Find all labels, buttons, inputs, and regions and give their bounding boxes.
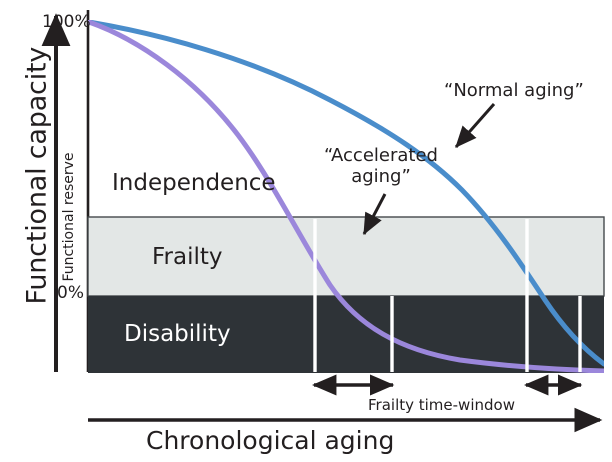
y-tick-100: 100% — [42, 12, 91, 32]
annotation-normal-aging: “Normal aging” — [444, 80, 584, 101]
band-disability — [88, 296, 604, 373]
annotation-frailty-time-window: Frailty time-window — [368, 396, 515, 414]
y-axis-title: Functional capacity — [21, 46, 53, 305]
band-label-frailty: Frailty — [152, 244, 223, 270]
normal-aging-leader-arrow — [454, 103, 496, 148]
curve-normal-aging — [88, 20, 604, 367]
y-tick-0: 0% — [57, 283, 84, 303]
band-label-disability: Disability — [124, 321, 231, 347]
accelerated-aging-leader-arrow — [362, 193, 387, 236]
annotation-accelerated-aging: “Accelerated aging” — [324, 145, 438, 187]
band-label-independence: Independence — [112, 170, 276, 196]
curve-accelerated-aging — [88, 20, 604, 373]
x-axis-title: Chronological aging — [146, 426, 395, 455]
